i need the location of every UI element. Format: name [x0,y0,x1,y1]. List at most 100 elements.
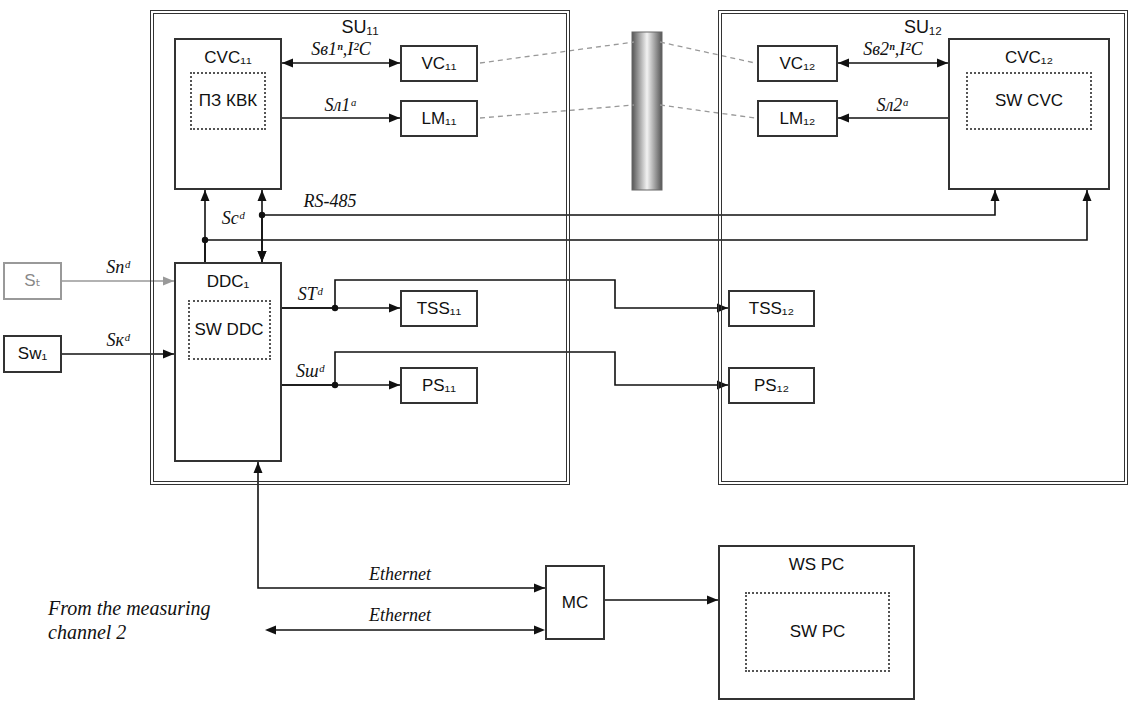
box-label: SW DDC [195,320,264,340]
connector-line [205,190,1087,262]
block-box: VC₁₁ [400,45,478,82]
arrow-head [258,251,267,262]
system-unit: SU₁₁ CVC₁₁ ПЗ КВК VC₁₁ LM₁₁ DDC₁ SW DDC TSS₁₁ PS… [150,10,570,485]
box-title: SU₁₂ [722,17,1124,37]
arrow-head [389,381,400,390]
signal-label: RS-485 [302,190,359,212]
box-label: VC₁₂ [780,54,816,74]
box-label: Sw₁ [18,344,47,364]
block-box: VC₁₂ [757,45,838,82]
block-box: MC [545,565,605,640]
software-box: SW CVC [966,72,1092,130]
block-box: Sw₁ [3,335,62,373]
beam-line [660,42,755,63]
software-box: SW DDC [188,300,271,360]
connector-line [282,280,728,308]
block-box: TSS₁₁ [400,290,478,327]
link-label: Ethernet [367,604,433,626]
arrow-head [389,59,400,68]
box-title: CVC₁₂ [950,48,1108,68]
beam-line [480,105,634,118]
box-label: ПЗ КВК [199,91,257,111]
box-label: LM₁₁ [421,109,456,129]
block-box: LM₁₁ [400,100,478,137]
box-label: TSS₁₂ [749,299,794,319]
arrow-head [707,596,718,605]
ethernet-line [268,629,540,631]
block-box: CVC₁₁ ПЗ КВК [174,38,282,190]
connector-line [838,117,948,119]
connector-line [282,352,728,385]
arrow-head [991,190,1000,201]
connector-line [258,462,545,588]
signal-label: Sкᵈ [104,329,131,351]
software-box: ПЗ КВК [190,72,266,130]
signal-connector [605,596,718,605]
signal-connector [205,190,1092,262]
arrow-head [1083,190,1092,201]
beam-line [660,105,755,118]
optical-window [632,32,662,190]
sensor-box: Sₜ [3,262,62,300]
software-box: SW PC [745,592,890,672]
arrow-head [201,190,210,201]
box-label: PS₁₂ [754,376,789,396]
block-box: WS PC SW PC [718,545,915,700]
signal-label: Sв2ⁿ,I²C [861,38,924,60]
system-unit: SU₁₂ VC₁₂ CVC₁₂ SW CVC LM₁₂ TSS₁₂ PS₁₂ [718,10,1128,485]
signal-label: Scᵈ [220,207,247,229]
box-label: SW PC [790,622,846,642]
arrow-head [534,626,545,635]
signal-label: Sшᵈ [294,360,326,382]
box-label: MC [562,593,588,613]
signal-label: Sв1ⁿ,I²C [309,38,372,60]
signal-label: Ethernet [367,563,433,585]
box-title: DDC₁ [176,272,280,292]
arrow-head [258,251,267,262]
source-note: From the measuring channel 2 [48,596,248,644]
arrow-head [254,462,263,473]
box-label: VC₁₁ [421,54,456,74]
connector-line [282,117,400,119]
arrow-head [163,350,174,359]
arrow-head [282,59,293,68]
block-box: LM₁₂ [757,100,838,137]
signal-connector [282,280,728,313]
box-label: SW CVC [995,91,1063,111]
arrow-head [389,114,400,123]
beam-line [480,42,634,63]
connector-line [62,353,174,355]
arrow-head [389,304,400,313]
arrow-head [838,114,849,123]
signal-label: Sл2ᵃ [874,94,911,116]
block-box: TSS₁₂ [728,290,815,327]
block-box: PS₁₁ [400,367,478,404]
arrow-head [163,277,174,286]
box-title: SU₁₁ [154,17,566,37]
box-label: LM₁₂ [780,109,816,129]
signal-connector [258,190,1000,262]
arrow-head [258,190,267,201]
signal-label: STᵈ [296,283,325,305]
box-label: TSS₁₁ [417,299,462,319]
signal-connector [282,352,728,390]
signal-label: Sл1ᵃ [322,94,359,116]
box-label: Sₜ [24,271,40,291]
connector-line [62,280,174,282]
arrow-head [534,584,545,593]
connector-line [282,62,400,64]
box-label: PS₁₁ [422,376,456,396]
connector-line [262,190,995,262]
signal-label: Snᵈ [104,256,132,278]
block-box: DDC₁ SW DDC [174,262,282,462]
connector-line [605,599,718,601]
arrow-head [838,59,849,68]
arrow-head [937,59,948,68]
arrow-head [265,626,276,635]
box-title: WS PC [720,555,913,575]
block-box: CVC₁₂ SW CVC [948,38,1110,190]
connector-line [838,62,948,64]
block-box: PS₁₂ [728,367,815,404]
box-title: CVC₁₁ [176,48,280,68]
